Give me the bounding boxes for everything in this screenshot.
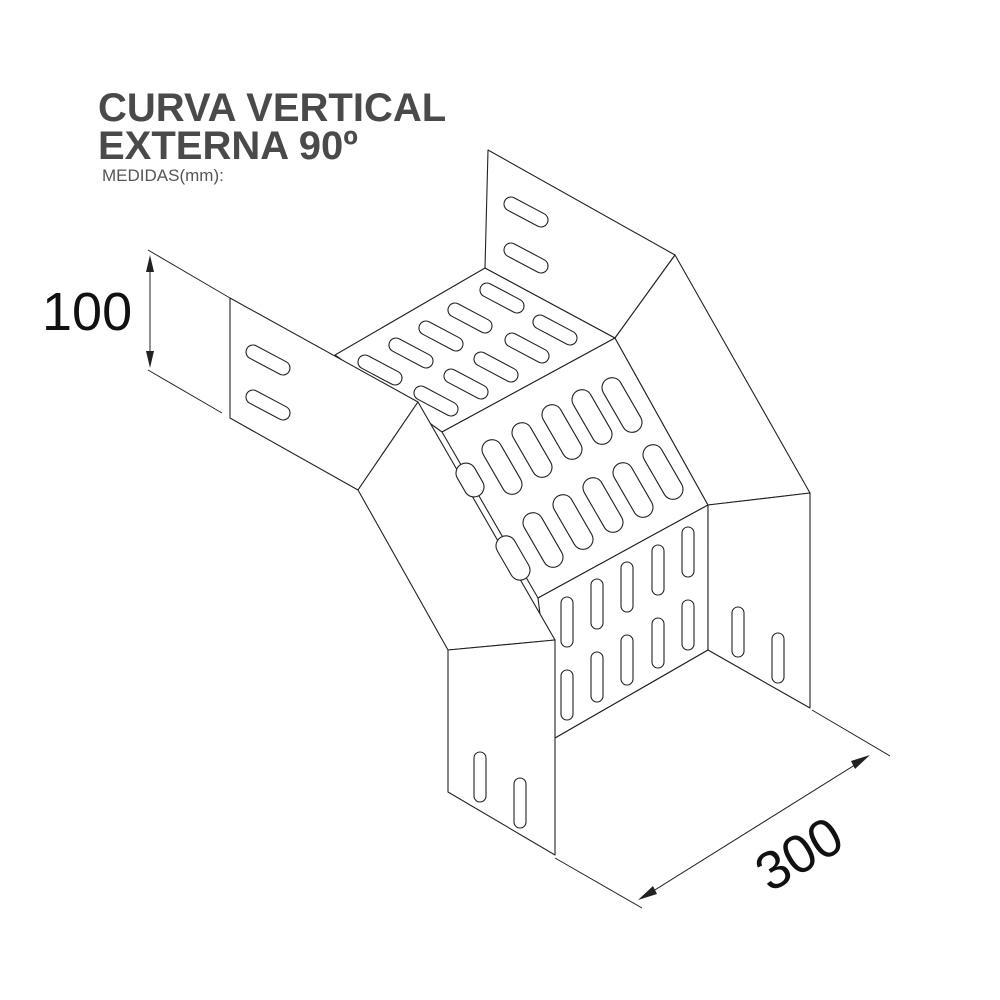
right-wall-lower	[707, 492, 811, 709]
slots-right-upper-flange	[503, 196, 549, 274]
slots-right-lower-wall	[731, 606, 785, 684]
height-dimension-label: 100	[42, 282, 132, 342]
slots-middle-floor	[455, 377, 684, 581]
width-dimension-label: 300	[745, 805, 853, 903]
title-line-2: EXTERNA 90º	[98, 124, 358, 168]
units-subtitle: MEDIDAS(mm):	[102, 166, 224, 185]
slots-left-lower-flange	[473, 751, 527, 829]
height-dimension	[146, 249, 231, 414]
left-wall-lower-flange	[447, 639, 556, 856]
slots-upper-floor	[357, 282, 578, 417]
title-line-1: CURVA VERTICAL	[98, 86, 447, 130]
width-dimension	[554, 709, 891, 909]
slots-lower-wall	[560, 526, 695, 721]
slots-left-upper-flange	[245, 344, 291, 421]
